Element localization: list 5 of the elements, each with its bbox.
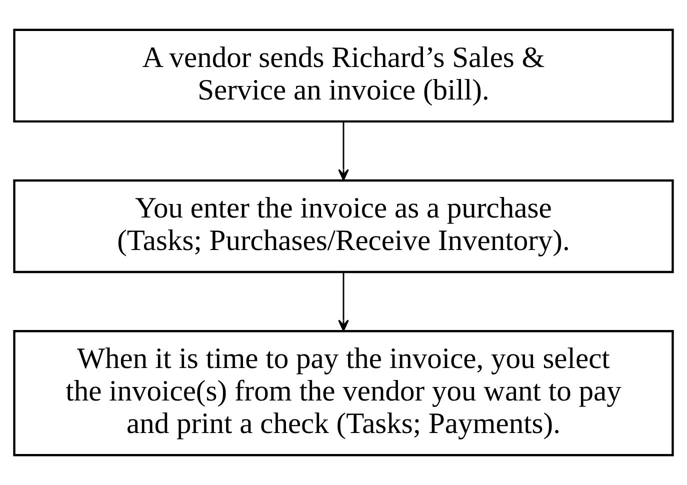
arrow bbox=[338, 121, 349, 181]
node-box: When it is time to pay the invoice, you select the invoice(s) from the vendor you want to pay and print a check (Tasks; Payments). bbox=[13, 330, 674, 456]
node-box: A vendor sends Richard’s Sales & Service an invoice (bill). bbox=[13, 28, 674, 123]
node-box: You enter the invoice as a purchase (Tasks; Purchases/Receive Inventory). bbox=[13, 179, 674, 274]
arrow bbox=[338, 272, 349, 332]
